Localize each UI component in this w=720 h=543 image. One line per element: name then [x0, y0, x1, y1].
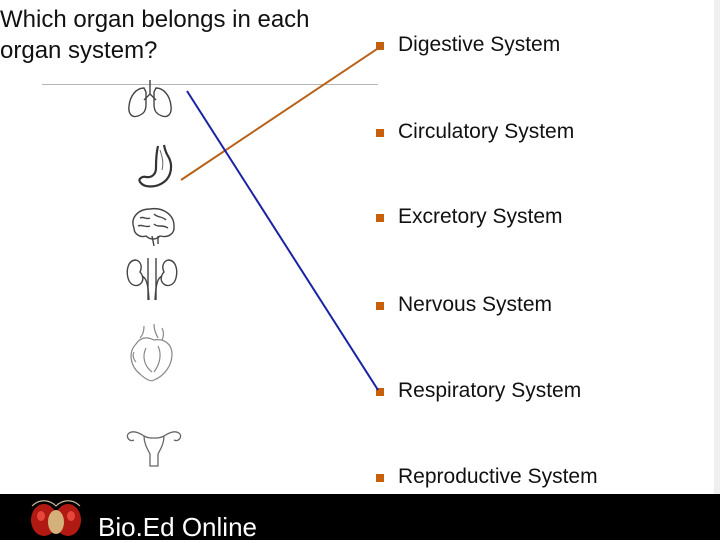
slide-title: Which organ belongs in each organ system…: [0, 4, 370, 66]
bullet-square: [376, 302, 384, 310]
bullet-square: [376, 474, 384, 482]
system-label: Reproductive System: [398, 465, 598, 489]
bullet-square: [376, 129, 384, 137]
kidneys-icon: [122, 256, 182, 302]
system-item-respiratory[interactable]: Respiratory System: [376, 377, 581, 405]
heart-icon: [124, 322, 178, 384]
uterus-icon: [124, 424, 184, 470]
slide-right-edge: [714, 0, 720, 494]
fly-icon: [26, 496, 86, 540]
connection-lungs-respiratory: [187, 91, 378, 390]
lungs-icon: [124, 78, 176, 120]
system-label: Digestive System: [398, 33, 560, 57]
system-label: Circulatory System: [398, 120, 574, 144]
system-label: Nervous System: [398, 293, 552, 317]
system-label: Excretory System: [398, 205, 563, 229]
system-item-reproductive[interactable]: Reproductive System: [376, 463, 598, 491]
title-divider: [42, 84, 378, 85]
bullet-square: [376, 42, 384, 50]
bullet-square: [376, 388, 384, 396]
system-item-circulatory[interactable]: Circulatory System: [376, 118, 574, 146]
system-label: Respiratory System: [398, 379, 581, 403]
brain-icon: [128, 206, 178, 248]
bullet-square: [376, 214, 384, 222]
brand-label[interactable]: Bio.Ed Online: [98, 512, 257, 543]
system-item-excretory[interactable]: Excretory System: [376, 203, 563, 231]
system-item-digestive[interactable]: Digestive System: [376, 31, 560, 59]
system-item-nervous[interactable]: Nervous System: [376, 291, 552, 319]
stomach-icon: [134, 142, 180, 190]
